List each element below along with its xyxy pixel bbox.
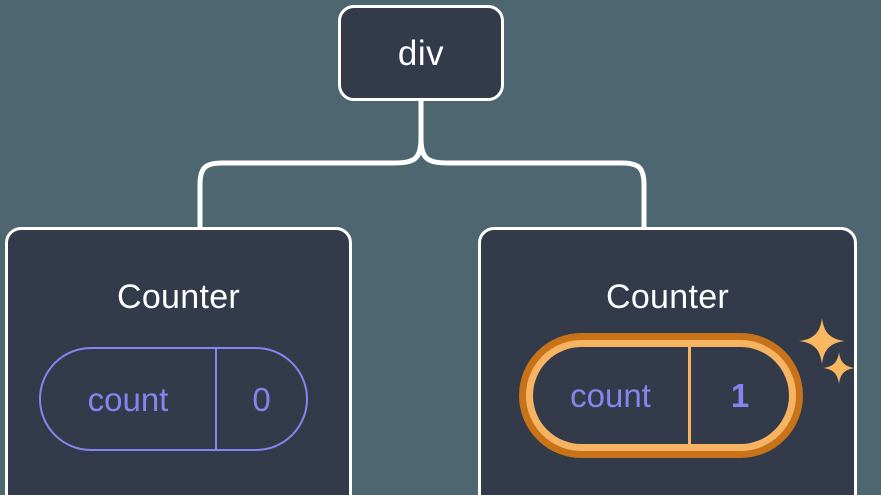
node-div[interactable]: div (338, 5, 504, 101)
sparkle-icon (823, 352, 855, 384)
state-value-label: 0 (252, 380, 271, 418)
state-value-label: 1 (730, 377, 750, 414)
sparkle-icon (799, 318, 845, 364)
state-pill-count-left[interactable]: count 0 (39, 347, 308, 451)
connector-to-counter-right (418, 135, 647, 230)
node-counter-left-label: Counter (116, 278, 241, 316)
node-div-label: div (397, 33, 445, 73)
connector-to-counter-left (197, 135, 424, 230)
state-pill-count-right[interactable]: count 1 (519, 333, 803, 458)
state-key-label: count (533, 347, 691, 444)
node-counter-right-label: Counter (605, 278, 730, 316)
state-key-label: count (41, 349, 217, 449)
state-pill-inner: count 1 (533, 347, 789, 444)
